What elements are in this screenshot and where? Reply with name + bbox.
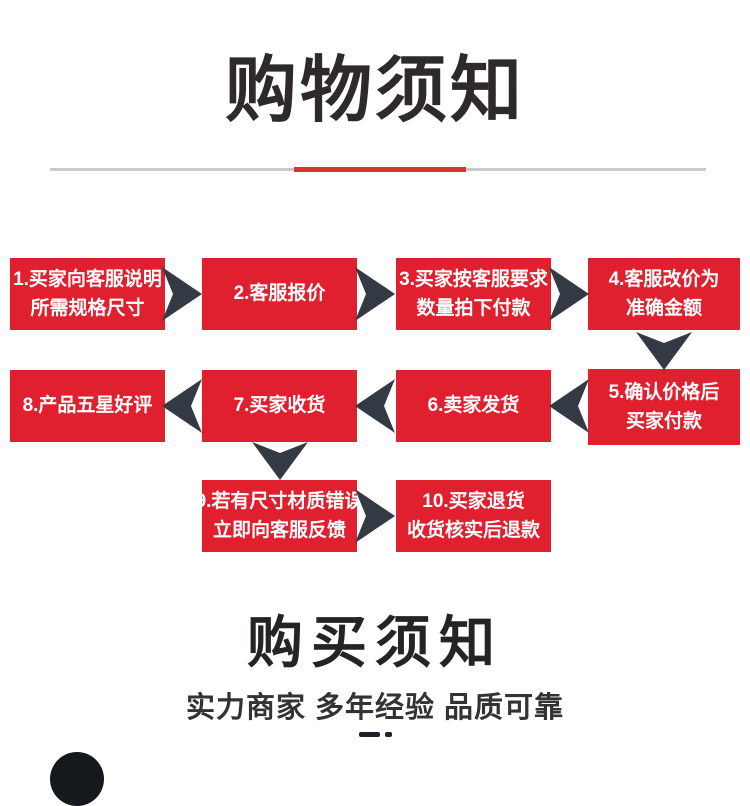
flow-step-1-line2: 所需规格尺寸 (30, 298, 145, 319)
flow-step-9-line2: 立即向客服反馈 (212, 520, 346, 541)
flow-step-4-line1: 4.客服改价为 (608, 268, 720, 290)
flow-step-5-line1: 5.确认价格后 (608, 381, 720, 403)
arrow-left-icon (162, 379, 202, 433)
decorative-circle (50, 752, 104, 806)
flow-step-4: 4.客服改价为 准确金额 (588, 258, 740, 330)
arrow-right-icon (549, 267, 589, 321)
flow-step-5: 5.确认价格后 买家付款 (588, 369, 740, 445)
separator-dash (359, 732, 380, 737)
page-title: 购物须知 (224, 51, 525, 131)
flow-step-5-line2: 买家付款 (625, 411, 702, 432)
flow-step-9: 9.若有尺寸材质错误 立即向客服反馈 (196, 480, 363, 552)
arrow-left-icon (355, 379, 395, 433)
flow-step-1: 1.买家向客服说明 所需规格尺寸 (10, 258, 165, 330)
arrow-down-icon (636, 332, 692, 370)
flow-step-1-line1: 1.买家向客服说明 (13, 268, 162, 290)
arrow-left-icon (549, 379, 589, 433)
flow-step-10: 10.买家退货 收货核实后退款 (396, 480, 551, 552)
arrow-right-icon (355, 489, 395, 543)
flow-step-7-line1: 7.买家收货 (233, 395, 326, 417)
flow-step-3: 3.买家按客服要求 数量拍下付款 (396, 258, 551, 330)
flow-step-8-line1: 8.产品五星好评 (22, 395, 153, 417)
flow-step-8: 8.产品五星好评 (10, 370, 165, 442)
flow-step-3-line2: 数量拍下付款 (416, 298, 531, 319)
section-subtitle: 实力商家 多年经验 品质可靠 (185, 692, 565, 724)
separator-dot (385, 732, 392, 737)
arrow-right-icon (162, 267, 202, 321)
flow-step-2-line1: 2.客服报价 (233, 283, 326, 305)
flow-step-4-line2: 准确金额 (625, 298, 702, 319)
title-divider-accent (294, 167, 466, 172)
arrow-right-icon (355, 267, 395, 321)
flow-step-9-line1: 9.若有尺寸材质错误 (195, 490, 364, 512)
flow-step-6-line1: 6.卖家发货 (427, 395, 520, 417)
flow-step-7: 7.买家收货 (202, 370, 357, 442)
section-title: 购买须知 (247, 611, 503, 674)
flow-step-3-line1: 3.买家按客服要求 (399, 268, 548, 290)
arrow-down-icon (252, 442, 308, 480)
flow-step-10-line2: 收货核实后退款 (406, 520, 540, 541)
flow-step-2: 2.客服报价 (202, 258, 357, 330)
flow-step-6: 6.卖家发货 (396, 370, 551, 442)
flow-step-10-line1: 10.买家退货 (422, 490, 525, 512)
